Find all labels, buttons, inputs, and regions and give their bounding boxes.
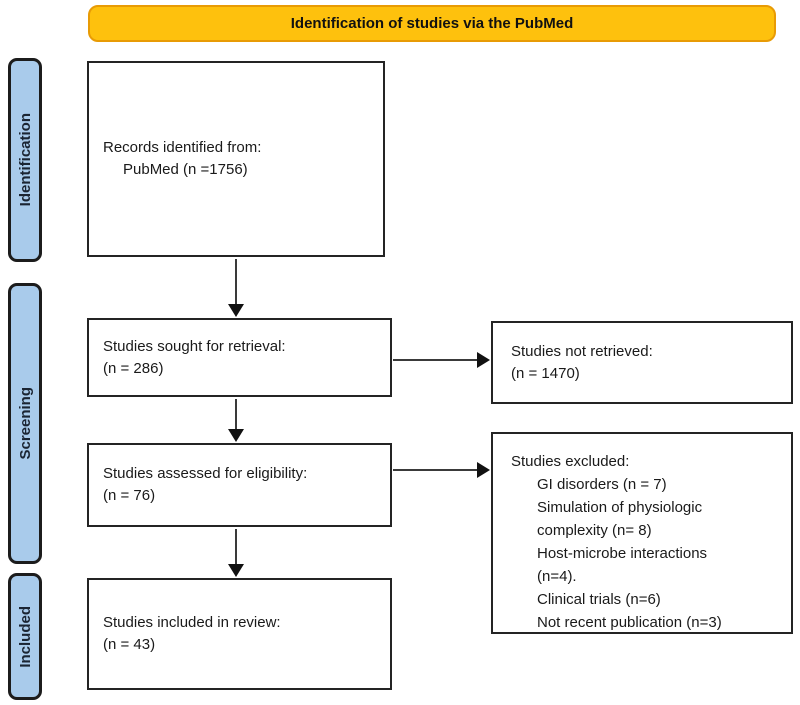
arrow-head-down-icon bbox=[228, 564, 244, 577]
records-line2: PubMed (n =1756) bbox=[123, 161, 248, 178]
box-studies-not-retrieved: Studies not retrieved: (n = 1470) bbox=[491, 321, 793, 404]
arrow-shaft bbox=[235, 399, 237, 429]
arrow-head-down-icon bbox=[228, 304, 244, 317]
included-line1: Studies included in review: bbox=[103, 614, 281, 631]
stage-label-screening: Screening bbox=[8, 283, 42, 564]
arrow-shaft bbox=[235, 529, 237, 564]
arrow-head-down-icon bbox=[228, 429, 244, 442]
excluded-reason: GI disorders (n = 7) bbox=[537, 476, 667, 493]
excluded-reason: Host-microbe interactions bbox=[537, 545, 708, 562]
arrow-shaft bbox=[393, 359, 477, 361]
arrow-right-assessed-to-excluded bbox=[393, 462, 490, 478]
arrow-down-assessed-to-included bbox=[228, 529, 244, 577]
stage-label-included: Included bbox=[8, 573, 42, 700]
sought-line1: Studies sought for retrieval: bbox=[103, 337, 286, 355]
box-records-identified: Records identified from: PubMed (n =1756… bbox=[87, 61, 385, 257]
box-studies-excluded: Studies excluded: GI disorders (n = 7) S… bbox=[491, 432, 793, 634]
arrow-shaft bbox=[235, 259, 237, 304]
records-line1: Records identified from: bbox=[103, 139, 262, 156]
excluded-reason: (n=4). bbox=[537, 568, 577, 585]
arrow-head-right-icon bbox=[477, 352, 490, 368]
sought-line2: (n = 286) bbox=[103, 359, 164, 377]
assessed-line1: Studies assessed for eligibility: bbox=[103, 465, 308, 482]
assessed-line2: (n = 76) bbox=[103, 487, 156, 504]
arrow-down-records-to-sought bbox=[228, 259, 244, 317]
arrow-head-right-icon bbox=[477, 462, 490, 478]
excluded-reason: Simulation of physiologic bbox=[537, 499, 703, 516]
excluded-reason: Not recent publication (n=3) bbox=[537, 614, 722, 631]
not-retrieved-line1: Studies not retrieved: bbox=[511, 342, 653, 360]
arrow-right-sought-to-not-retrieved bbox=[393, 352, 490, 368]
excluded-title: Studies excluded: bbox=[511, 453, 630, 470]
box-studies-included-review: Studies included in review: (n = 43) bbox=[87, 578, 392, 690]
arrow-down-sought-to-assessed bbox=[228, 399, 244, 442]
included-line2: (n = 43) bbox=[103, 636, 156, 653]
stage-label-included-text: Included bbox=[16, 605, 34, 668]
not-retrieved-line2: (n = 1470) bbox=[511, 364, 580, 382]
stage-label-identification: Identification bbox=[8, 58, 42, 262]
banner-title: Identification of studies via the PubMed bbox=[88, 5, 776, 42]
stage-label-identification-text: Identification bbox=[16, 113, 34, 207]
excluded-reason: Clinical trials (n=6) bbox=[537, 591, 661, 608]
box-studies-sought: Studies sought for retrieval: (n = 286) bbox=[87, 318, 392, 397]
excluded-reason: complexity (n= 8) bbox=[537, 522, 652, 539]
arrow-shaft bbox=[393, 469, 477, 471]
stage-label-screening-text: Screening bbox=[16, 387, 34, 460]
box-studies-assessed: Studies assessed for eligibility: (n = 7… bbox=[87, 443, 392, 527]
